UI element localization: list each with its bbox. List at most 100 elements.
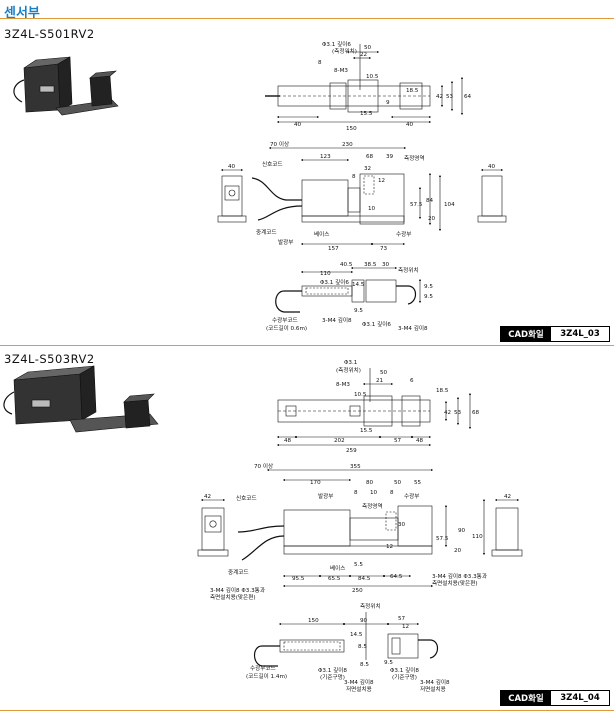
section-divider — [0, 345, 614, 346]
dim-label: 80 — [366, 480, 374, 486]
dim-label: 9.5 — [354, 308, 363, 314]
dim-label: 발광부 — [278, 238, 293, 246]
cad-file-badge-s501[interactable]: CAD화일 3Z4L_03 — [500, 326, 610, 342]
dim-label: 8 — [390, 490, 394, 496]
dim-label: 5.5 — [354, 562, 363, 568]
model-name-s503: 3Z4L-S503RV2 — [4, 352, 95, 366]
dim-label: 중계코드 — [256, 228, 277, 236]
dim-label: 48 — [416, 438, 424, 444]
dim-label: 3-M4 깊이8 Φ3.3통과 — [210, 586, 265, 594]
cad-file-label: CAD화일 — [501, 327, 551, 341]
dim-label: Φ3.1 깊이8 — [390, 666, 419, 674]
dim-label: 측면설치용(맞은편) — [210, 593, 256, 601]
dim-label: 8-M3 — [336, 382, 350, 388]
product-photo-s501 — [13, 56, 119, 116]
dim-label: Φ3.1 깊이8 — [318, 666, 347, 674]
dim-label: 신호코드 — [236, 494, 257, 502]
dim-label: 30 — [398, 522, 406, 528]
dim-label: 250 — [352, 588, 363, 594]
dim-label: 측정영역 — [404, 154, 425, 162]
dim-label: 3-M4 깊이8 — [322, 316, 352, 324]
cad-file-badge-s503[interactable]: CAD화일 3Z4L_04 — [500, 690, 610, 706]
dim-label: 55 — [414, 480, 422, 486]
dim-label: 18.5 — [436, 388, 449, 394]
dim-label: 84 — [426, 198, 434, 204]
dim-label: 저면설치용 — [346, 685, 372, 693]
dim-label: 53 — [446, 94, 454, 100]
dim-label: (기준구멍) — [392, 673, 417, 681]
dim-label: 신호코드 — [262, 160, 283, 168]
dim-label: 48 — [284, 438, 292, 444]
dim-label: 57 — [398, 616, 406, 622]
dim-label: 3-M4 깊이8 — [398, 324, 428, 332]
dim-label: 9.5 — [424, 284, 433, 290]
s501-bottom-view — [275, 266, 422, 313]
dim-label: 22 — [360, 52, 367, 58]
dim-label: 12 — [402, 624, 409, 630]
dim-label: 38.5 — [364, 262, 377, 268]
dim-label: 10.5 — [366, 74, 379, 80]
s503-bottom-view — [253, 612, 439, 667]
dim-label: 8 — [318, 60, 322, 66]
dim-label: 18.5 — [406, 88, 419, 94]
s501-top-view — [265, 44, 464, 124]
dim-label: 30 — [382, 262, 390, 268]
dim-label: 수광부 — [396, 231, 411, 238]
dim-label: Φ3.1 — [344, 360, 358, 366]
dim-label: (측정위치) — [336, 366, 361, 374]
dim-label: 57 — [394, 438, 402, 444]
dim-label: 베이스 — [330, 564, 345, 572]
dim-label: 259 — [346, 448, 357, 454]
dim-label: (기준구멍) — [320, 673, 345, 681]
dim-label: 68 — [472, 410, 480, 416]
dim-label: 42 — [444, 410, 451, 416]
page-title: 센서부 — [4, 6, 40, 21]
dim-label: 90 — [360, 618, 368, 624]
dim-label: 중계코드 — [228, 568, 249, 576]
dim-label: 9 — [386, 100, 390, 106]
dim-label: 15.5 — [360, 111, 373, 117]
dim-label: 32 — [364, 166, 371, 172]
dim-label: 230 — [342, 142, 353, 148]
dim-label: 40 — [406, 122, 414, 128]
dim-label: 12 — [386, 544, 393, 550]
dim-label: 14.5 — [350, 632, 363, 638]
dim-label: 95.5 — [292, 576, 305, 582]
dim-label: 84.5 — [358, 576, 371, 582]
dim-label: 53 — [454, 410, 462, 416]
dim-label: 40 — [228, 164, 236, 170]
dim-label: 9.5 — [384, 660, 393, 666]
dim-label: 측정영역 — [362, 502, 383, 510]
dim-label: 발광부 — [318, 492, 333, 500]
dim-label: 3-M4 깊이8 — [344, 678, 374, 686]
dim-label: (측정위치) — [332, 47, 357, 55]
dim-label: 측면설치용(맞은편) — [432, 579, 478, 587]
dim-label: 8 — [354, 490, 358, 496]
dim-label: Φ3.1 깊이6 — [322, 40, 351, 48]
dim-label: 15.5 — [360, 428, 373, 434]
dim-label: 10 — [368, 206, 376, 212]
dim-label: 50 — [364, 45, 372, 51]
header-divider — [0, 18, 614, 19]
dim-label: 90 — [458, 528, 466, 534]
dim-label: 150 — [308, 618, 319, 624]
dim-label: 110 — [320, 271, 331, 277]
dim-label: 수광부 — [404, 493, 419, 500]
dim-label: 68 — [366, 154, 374, 160]
dim-label: 8 — [352, 174, 356, 180]
s501-front-view — [217, 146, 507, 246]
dim-label: 104 — [444, 202, 455, 208]
dim-label: 123 — [320, 154, 331, 160]
s503-front-view — [197, 468, 523, 588]
dim-label: 수광부코드 — [250, 665, 276, 672]
dim-label: 40.5 — [340, 262, 353, 268]
cad-file-value: 3Z4L_04 — [551, 691, 609, 705]
dim-label: 42 — [204, 494, 211, 500]
dim-label: 157 — [328, 246, 339, 252]
product-photo-s503 — [3, 365, 159, 433]
dim-label: 73 — [380, 246, 388, 252]
footer-divider — [0, 710, 614, 711]
dim-label: 202 — [334, 438, 345, 444]
dim-label: 10.5 — [354, 392, 367, 398]
